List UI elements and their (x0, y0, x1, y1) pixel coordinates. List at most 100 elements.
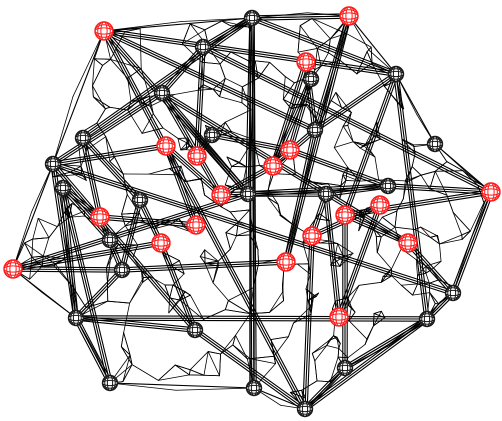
sphere-node-icon (338, 361, 353, 376)
mesh-line (213, 283, 228, 301)
mesh-line (334, 142, 353, 148)
mesh-line (315, 345, 327, 360)
mesh-line (274, 337, 288, 356)
mesh-line (348, 125, 353, 141)
sphere-node-icon (196, 40, 211, 55)
mesh-line (110, 157, 115, 161)
sphere-node-icon (304, 72, 319, 87)
sphere-node-icon (115, 263, 130, 278)
mesh-line (185, 292, 190, 296)
mesh-line (463, 171, 478, 186)
mesh-line (178, 138, 187, 142)
mesh-line (377, 237, 381, 253)
sphere-node-icon (247, 381, 262, 396)
mesh-line (462, 231, 471, 235)
mesh-line (226, 233, 230, 250)
mesh-line (401, 284, 417, 285)
mesh-line (115, 157, 124, 174)
mesh-line (226, 233, 237, 236)
mesh-line (170, 285, 173, 298)
mesh-line (338, 348, 339, 357)
mesh-line (269, 301, 283, 313)
mesh-line (149, 174, 178, 175)
mesh-line (430, 236, 437, 238)
strut (76, 270, 122, 318)
mesh-line (149, 169, 170, 175)
mesh-line (174, 90, 198, 94)
mesh-line (225, 122, 231, 131)
strut (344, 317, 426, 366)
mesh-line (25, 239, 33, 243)
strut (122, 260, 286, 268)
sphere-node-icon (389, 67, 404, 82)
mesh-line (208, 352, 220, 354)
mesh-line (271, 337, 288, 340)
strut (345, 190, 491, 213)
mesh-line (221, 207, 230, 212)
highlighted-sphere-node-icon (152, 234, 170, 252)
mesh-line (343, 126, 353, 142)
strut (313, 15, 347, 129)
sphere-node-icon (133, 193, 148, 208)
highlighted-sphere-node-icon (297, 53, 315, 71)
mesh-line (236, 222, 238, 236)
mesh-line (190, 370, 204, 376)
mesh-line (186, 143, 187, 150)
mesh-line (395, 211, 397, 227)
mesh-line (315, 361, 317, 381)
mesh-line (312, 18, 330, 38)
mesh-line (317, 48, 321, 66)
rim-line (104, 21, 182, 31)
rim-line (13, 164, 53, 269)
mesh-line (94, 59, 110, 60)
strut (455, 193, 493, 294)
highlighted-sphere-node-icon (91, 208, 109, 226)
mesh-line (412, 167, 421, 176)
strut (252, 18, 349, 20)
highlighted-sphere-node-icon (187, 216, 205, 234)
sphere-node-icon (69, 311, 84, 326)
mesh-line (421, 171, 435, 175)
mesh-line (200, 250, 204, 257)
sphere-node-icon (245, 11, 260, 26)
strut (161, 243, 195, 330)
mesh-line (25, 243, 44, 256)
highlighted-sphere-node-icon (4, 260, 22, 278)
sphere-node-icon (188, 323, 203, 338)
mesh-line (285, 77, 294, 83)
mesh-line (122, 195, 128, 215)
mesh-line (421, 175, 430, 189)
strut (13, 271, 122, 272)
strut (305, 368, 345, 409)
mesh-line (413, 284, 418, 295)
mesh-line (97, 109, 106, 123)
mesh-line (38, 218, 49, 237)
sphere-node-icon (155, 86, 170, 101)
rim-line (176, 388, 254, 390)
sphere-node-icon (241, 187, 256, 202)
sphere-node-icon (428, 137, 443, 152)
highlighted-sphere-node-icon (188, 147, 206, 165)
sphere-node-icon (319, 187, 334, 202)
mesh-line (349, 305, 356, 312)
mesh-line (288, 323, 293, 337)
mesh-line (421, 227, 431, 237)
strut (306, 321, 428, 411)
strut (346, 321, 428, 370)
mesh-line (312, 353, 315, 360)
mesh-line (230, 236, 236, 249)
highlighted-sphere-node-icon (336, 206, 354, 224)
strut (13, 241, 161, 267)
mesh-line (429, 280, 439, 284)
mesh-line (298, 48, 317, 52)
strut (347, 75, 398, 216)
strut (345, 319, 427, 368)
sphere-node-icon (205, 128, 220, 143)
mesh-line (220, 354, 221, 376)
mesh-line (175, 365, 190, 370)
highlighted-sphere-node-icon (277, 253, 295, 271)
mesh-line (439, 244, 441, 261)
mesh-line (359, 282, 381, 285)
strut (78, 317, 112, 382)
sphere-node-icon (420, 312, 435, 327)
